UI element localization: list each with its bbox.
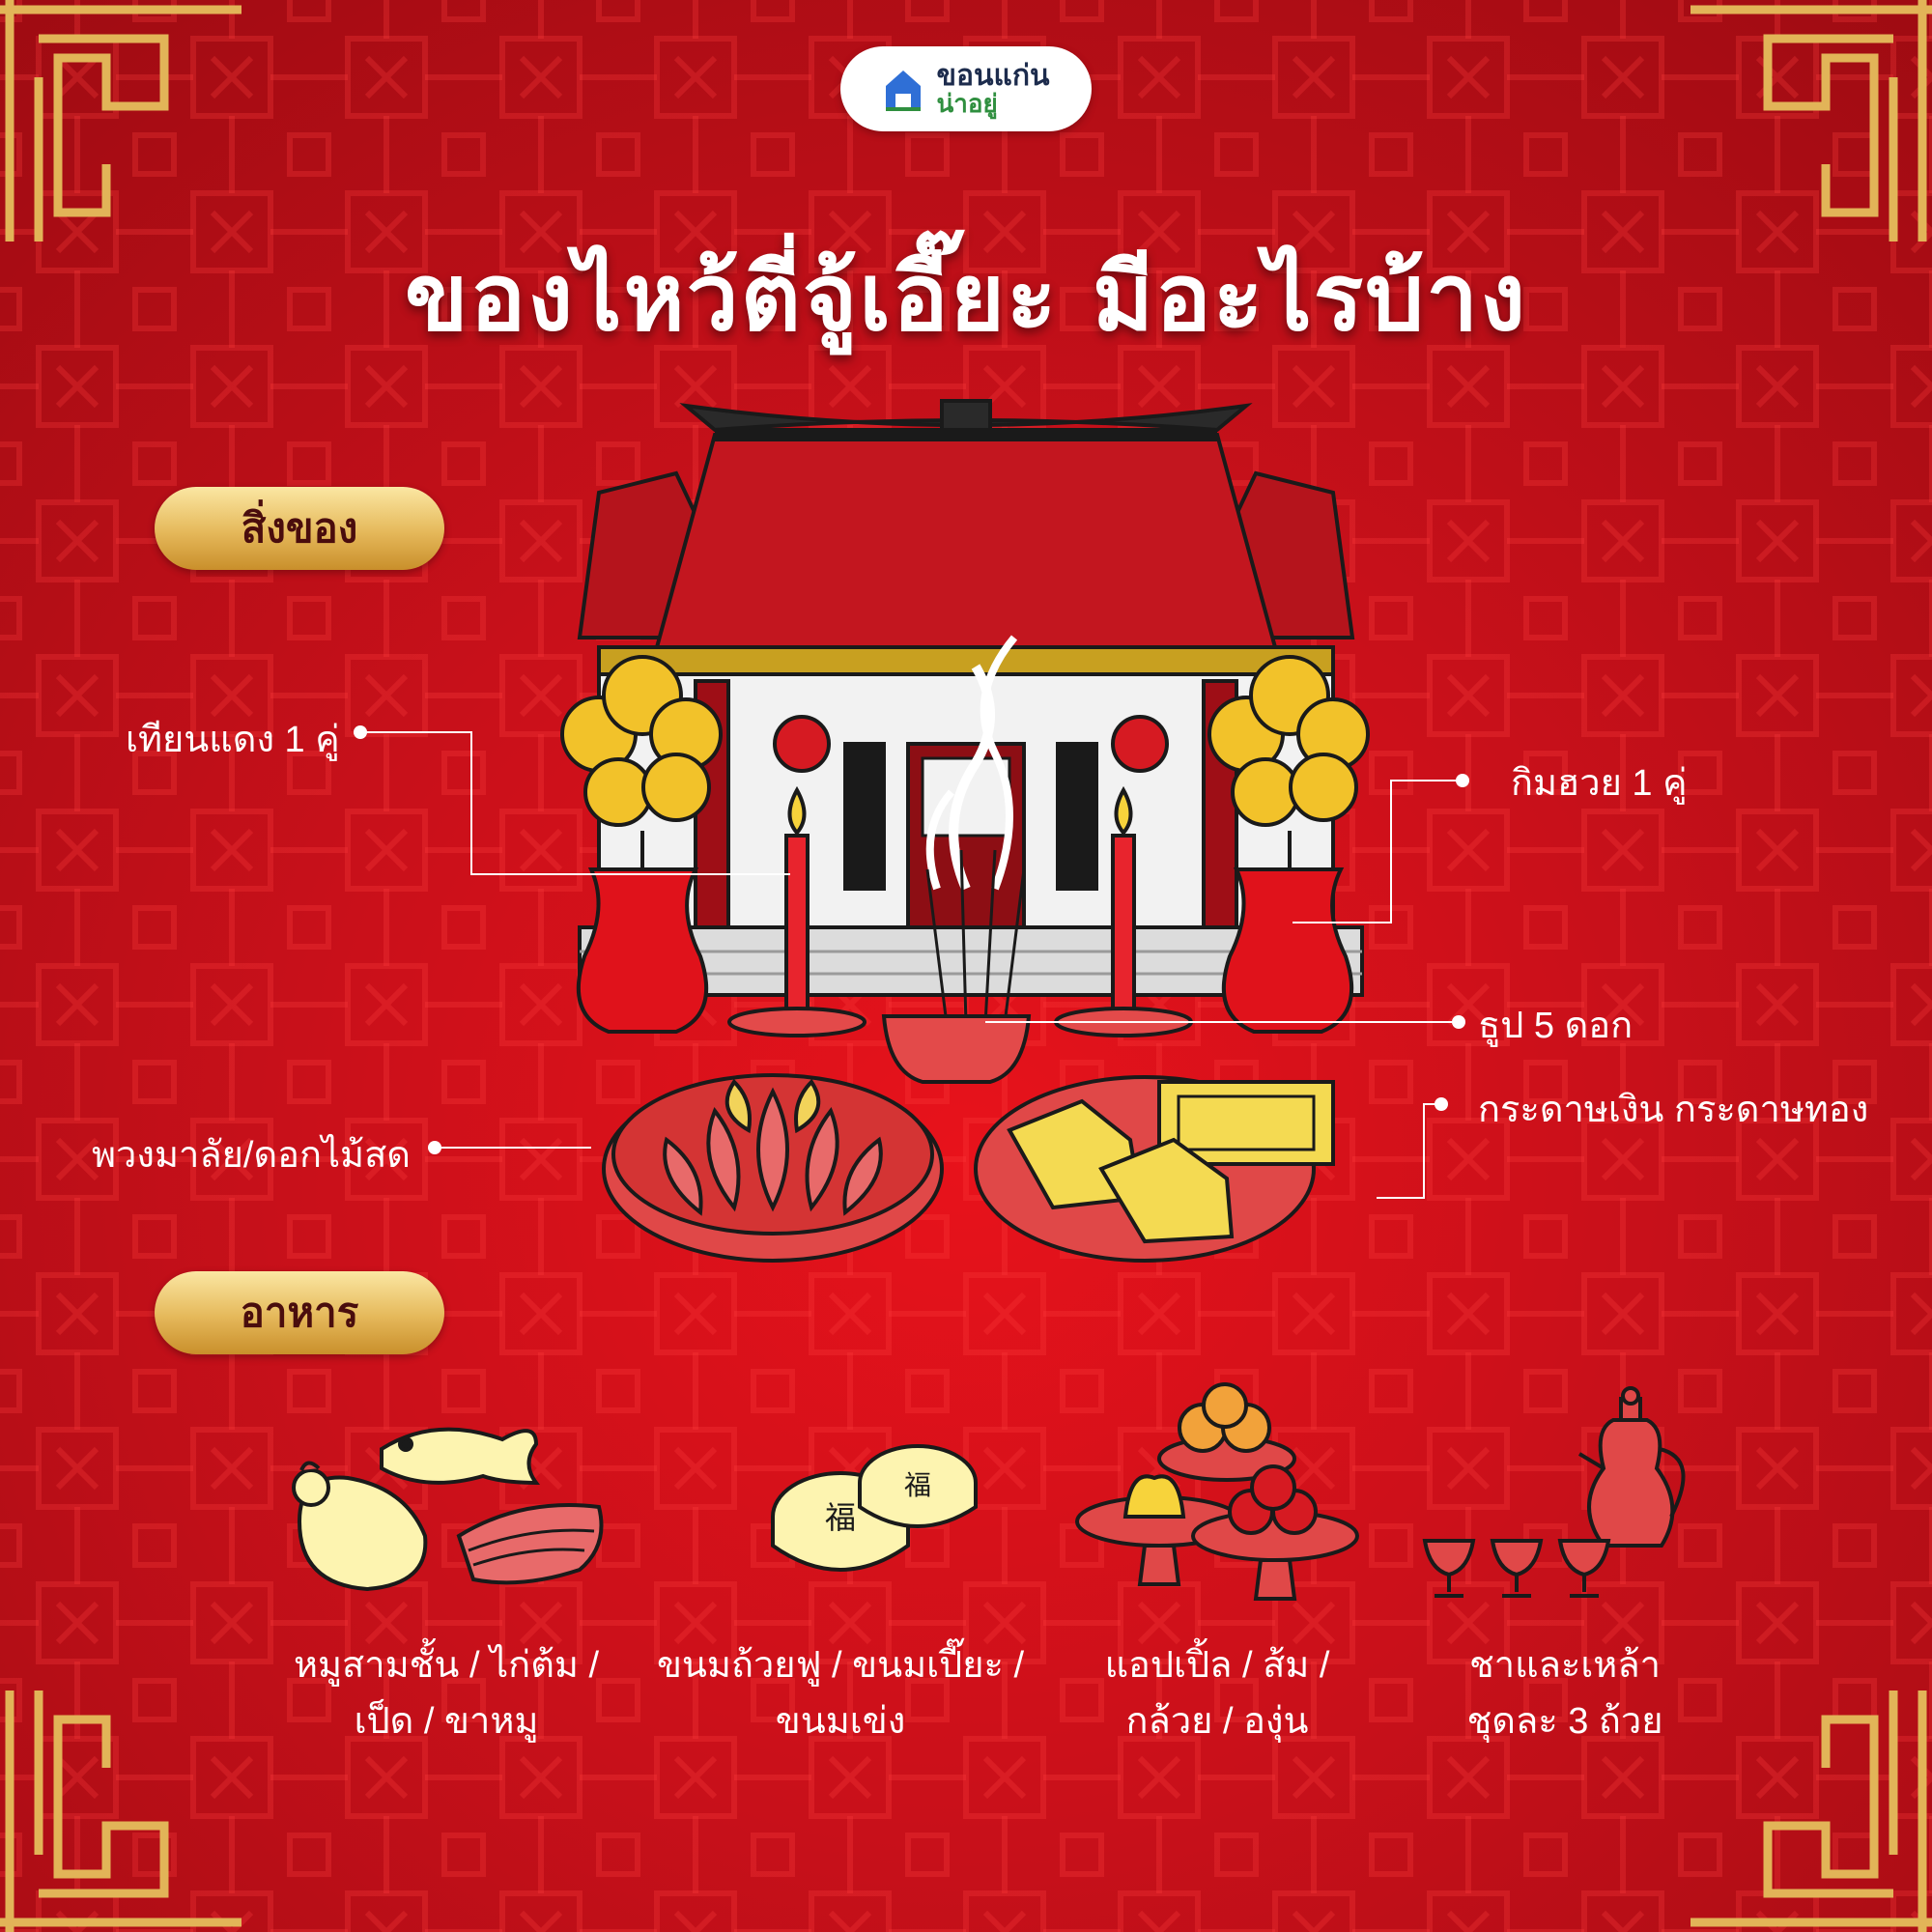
candles-leader-line xyxy=(360,731,790,875)
label-paper: กระดาษเงิน กระดาษทอง xyxy=(1478,1090,1869,1130)
garland-dot xyxy=(428,1141,441,1154)
food-label-meat: หมูสามชั้น / ไก่ต้ม / เป็ด / ขาหมู xyxy=(243,1637,649,1749)
incense-pot xyxy=(881,1014,1032,1084)
corner-top-left xyxy=(0,0,242,242)
food-label-drinks-line1: ชาและเหล้า xyxy=(1469,1645,1661,1686)
food-label-fruit-line2: กล้วย / องุ่น xyxy=(1125,1701,1309,1742)
incense-dot xyxy=(1452,1015,1465,1029)
right-vase xyxy=(1221,867,1354,1034)
tea-liquor-icon xyxy=(1422,1386,1686,1598)
food-label-fruit-line1: แอปเปิ้ล / ส้ม / xyxy=(1104,1645,1330,1686)
brand-line2: น่าอยู่ xyxy=(936,89,998,119)
food-label-fruit: แอปเปิ้ล / ส้ม / กล้วย / องุ่น xyxy=(1014,1637,1420,1749)
kimhuay-leader-line xyxy=(1293,780,1463,923)
food-label-meat-line2: เป็ด / ขาหมู xyxy=(354,1701,539,1742)
paper-dot xyxy=(1435,1097,1448,1111)
food-label-sweets-line2: ขนมเข่ง xyxy=(775,1701,906,1742)
section-pill-things: สิ่งของ xyxy=(155,487,444,570)
svg-text:福: 福 xyxy=(825,1499,856,1536)
food-label-drinks-line2: ชุดละ 3 ถ้วย xyxy=(1466,1701,1663,1742)
section-pill-food: อาหาร xyxy=(155,1271,444,1354)
label-incense: ธูป 5 ดอก xyxy=(1478,1006,1634,1046)
label-garland: พวงมาลัย/ดอกไม้สด xyxy=(92,1135,411,1176)
fruit-offering-icon xyxy=(1075,1382,1359,1601)
kimhuay-dot xyxy=(1456,774,1469,787)
food-label-sweets-line1: ขนมถ้วยฟู / ขนมเปี๊ยะ / xyxy=(656,1645,1025,1686)
food-label-drinks: ชาและเหล้า ชุดละ 3 ถ้วย xyxy=(1362,1637,1768,1749)
label-kimhuay: กิมฮวย 1 คู่ xyxy=(1511,763,1688,804)
meat-offering-icon xyxy=(292,1427,604,1592)
food-label-sweets: ขนมถ้วยฟู / ขนมเปี๊ยะ / ขนมเข่ง xyxy=(638,1637,1043,1749)
label-candles: เทียนแดง 1 คู่ xyxy=(126,720,340,760)
house-icon xyxy=(886,71,922,111)
candles-dot xyxy=(354,725,367,739)
brand-logo: ขอนแก่น น่าอยู่ xyxy=(840,46,1092,131)
svg-text:福: 福 xyxy=(904,1469,931,1501)
brand-line1: ขอนแก่น xyxy=(936,59,1050,92)
page-title: ของไหว้ตี่จู้เอี๊ยะ มีอะไรบ้าง xyxy=(405,242,1527,352)
left-vase xyxy=(576,867,709,1034)
chinese-sweets-icon: 福 福 xyxy=(771,1444,978,1572)
food-label-meat-line1: หมูสามชั้น / ไก่ต้ม / xyxy=(293,1645,600,1686)
paper-leader-line xyxy=(1377,1103,1441,1199)
